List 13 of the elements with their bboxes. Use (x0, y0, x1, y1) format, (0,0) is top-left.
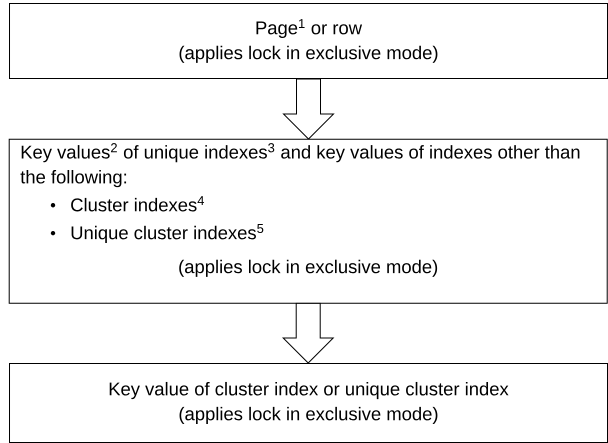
node-text: Key value of cluster index or unique cluster index (110, 382, 509, 400)
process-box (8, 138, 608, 304)
node-text: (applies lock in exclusive mode) (179, 260, 438, 277)
node-text: (applies lock in exclusive mode) (180, 406, 438, 424)
node-text: (applies lock in exclusive mode) (180, 46, 438, 63)
block-arrow (282, 78, 335, 140)
list-item: Cluster indexes$^{4}$ (71, 196, 204, 212)
block-arrow (282, 302, 334, 364)
process-box (9, 3, 608, 79)
node-text: Key values$^{2}$ of unique indexes$^{3}$ and key values of indexes other than the following: (20, 143, 580, 188)
process-box (9, 363, 608, 443)
list-item: Unique cluster indexes$^{5}$ (72, 224, 264, 243)
node-text: Page$^{1}$ or row (256, 19, 362, 38)
